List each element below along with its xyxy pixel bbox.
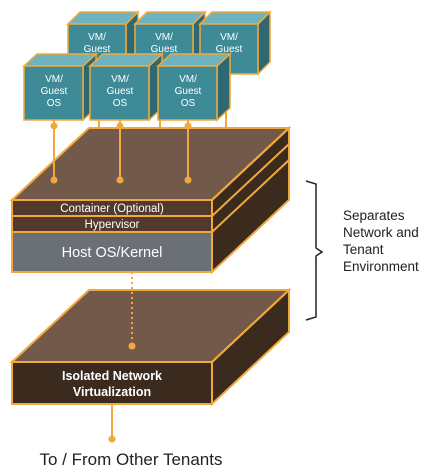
connector-dot bbox=[116, 176, 124, 184]
host-stack-top bbox=[12, 128, 289, 200]
separates-line-2: Network and bbox=[343, 225, 419, 240]
host-kernel-label: Host OS/Kernel bbox=[62, 245, 163, 261]
hypervisor-label: Hypervisor bbox=[85, 219, 140, 231]
connector-dot bbox=[128, 342, 136, 350]
tenants-label: To / From Other Tenants bbox=[39, 450, 223, 469]
connector-dot bbox=[50, 176, 58, 184]
host-kernel-layer bbox=[12, 232, 212, 272]
container-layer bbox=[12, 200, 212, 216]
network-box-line2: Virtualization bbox=[73, 385, 151, 399]
vm-back-2-label: VM/Guest bbox=[151, 32, 178, 55]
connector-dot bbox=[50, 122, 58, 130]
separates-label: Separates Network and Tenant Environment bbox=[343, 207, 443, 275]
network-box: Isolated Network Virtualization bbox=[9, 287, 292, 407]
network-box-line1: Isolated Network bbox=[62, 369, 162, 383]
separates-line-3: Tenant bbox=[343, 242, 384, 257]
connector-dot bbox=[184, 176, 192, 184]
host-stack: Container (Optional) Hypervisor Host OS/… bbox=[9, 125, 292, 275]
vm-back-1-label: VM/Guest bbox=[84, 32, 111, 55]
separates-line-1: Separates bbox=[343, 208, 405, 223]
bracket bbox=[305, 180, 324, 321]
separates-line-4: Environment bbox=[343, 259, 419, 274]
container-label: Container (Optional) bbox=[60, 203, 164, 215]
network-box-front bbox=[12, 362, 212, 404]
front-connectors bbox=[50, 120, 192, 130]
hypervisor-layer bbox=[12, 216, 212, 232]
vm-back-3-label: VM/Guest bbox=[216, 32, 243, 55]
network-box-top bbox=[12, 290, 289, 362]
connector-dot bbox=[108, 435, 116, 443]
